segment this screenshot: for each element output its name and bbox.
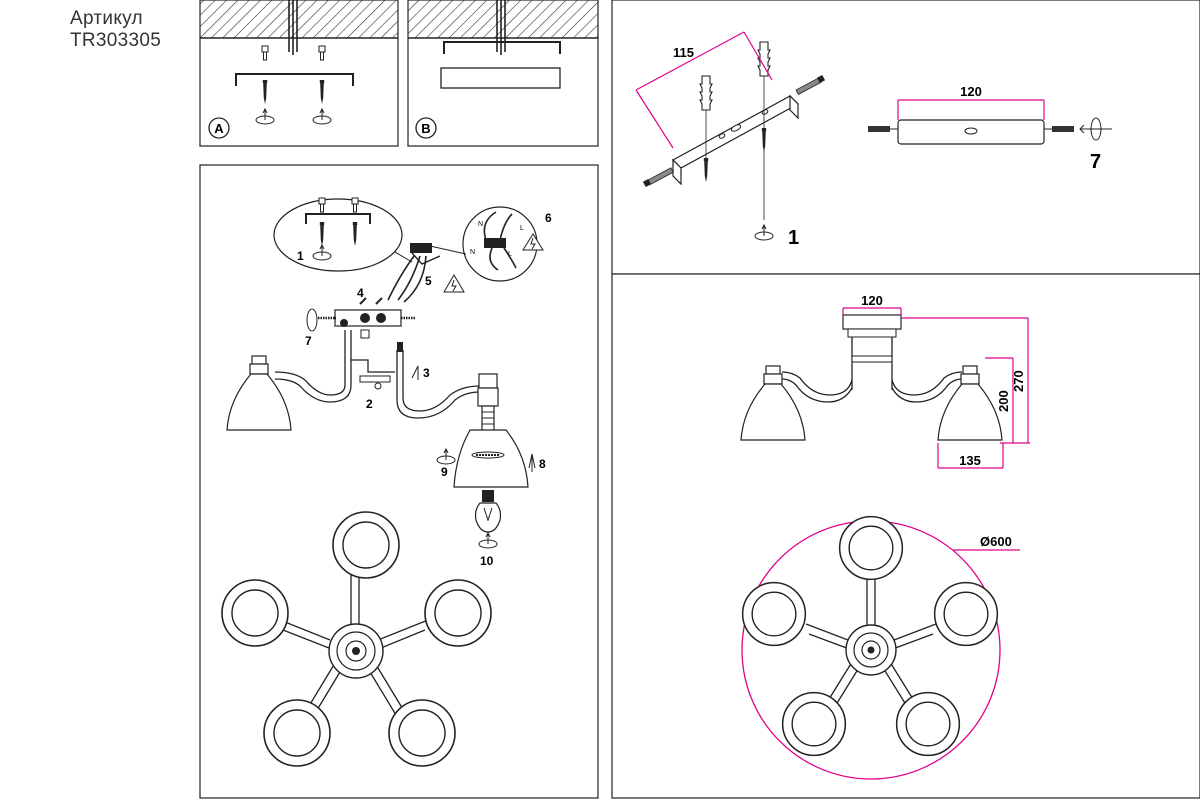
dimensions-panel: 120 200 270 135 Ø600 <box>611 273 1200 799</box>
dim-height-200: 200 <box>996 390 1011 412</box>
article-code: TR303305 <box>70 30 162 51</box>
callout-7: 7 <box>305 334 312 348</box>
callout-5: 5 <box>425 274 432 288</box>
panel-b-label: B <box>421 121 430 136</box>
dim-width-120: 120 <box>861 293 883 308</box>
callout-1: 1 <box>297 249 304 263</box>
dim-height-270: 270 <box>1011 370 1026 392</box>
dim-plate-120: 120 <box>960 84 982 99</box>
panel-a-label: A <box>214 121 224 136</box>
wire-label-n-2: N <box>470 249 475 256</box>
article-block: Артикул TR303305 <box>70 8 161 52</box>
callout-2: 2 <box>366 397 373 411</box>
panel-a: A <box>199 0 399 147</box>
article-label: Артикул <box>70 8 143 29</box>
callout-6: 6 <box>545 211 552 225</box>
step-7: 7 <box>1090 151 1101 173</box>
callout-4: 4 <box>357 286 364 300</box>
dim-diameter: Ø600 <box>980 534 1012 549</box>
dim-bracket-115: 115 <box>673 45 694 60</box>
callout-9: 9 <box>441 465 448 479</box>
wire-label-l-2: L <box>508 251 512 258</box>
wire-label-l-1: L <box>520 225 524 232</box>
callout-8: 8 <box>539 457 546 471</box>
mounting-panel: 115 1 120 7 <box>611 0 1200 275</box>
callout-10: 10 <box>480 554 494 568</box>
panel-b: B <box>407 0 599 147</box>
wire-label-n-1: N <box>478 221 483 228</box>
callout-3: 3 <box>423 366 430 380</box>
assembly-panel: N L N L <box>199 164 599 799</box>
step-1: 1 <box>788 227 799 249</box>
dim-arm-135: 135 <box>959 453 981 468</box>
